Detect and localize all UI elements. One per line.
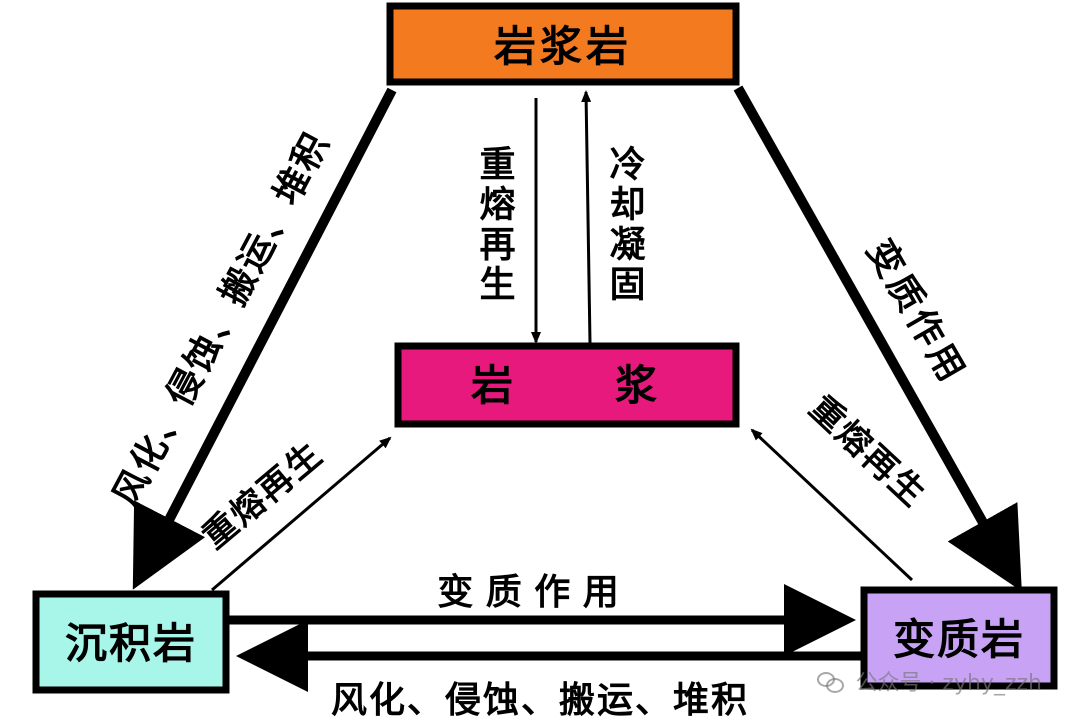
label-right-side: 变质作用: [858, 232, 974, 392]
arrow-igneous-to-metamorphic: [733, 85, 1022, 592]
arrow-igneous-to-sedimentary: [132, 87, 397, 590]
label-remelt-center: 重熔再生: [474, 145, 516, 305]
label-bottom-weathering: 风化、侵蚀、搬运、堆积: [331, 680, 749, 721]
arrow-cool-magma-to-igneous: [581, 90, 592, 344]
node-metamorphic-label: 变质岩: [893, 615, 1025, 664]
arrow-remelt-metamorphic-to-magma: [750, 428, 914, 582]
label-remelt-left: 重熔再生: [195, 434, 331, 557]
node-igneous-label: 岩浆岩: [494, 22, 632, 71]
node-igneous: 岩浆岩: [386, 2, 740, 86]
watermark-text: 公众号 · zyhy_zzh: [855, 671, 1042, 696]
watermark: 公众号 · zyhy_zzh: [817, 665, 1042, 697]
label-cool-center: 冷却凝固: [604, 145, 646, 305]
label-bottom-metamorphism: 变 质 作 用: [437, 571, 619, 613]
node-magma: 岩 浆: [394, 342, 740, 428]
node-sedimentary-label: 沉积岩: [65, 619, 197, 668]
node-metamorphic: 变质岩: [860, 586, 1058, 690]
arrow-remelt-sedimentary-to-magma: [211, 436, 392, 592]
node-magma-label: 岩 浆: [471, 361, 663, 410]
wechat-icon: [817, 670, 845, 693]
node-sedimentary: 沉积岩: [32, 590, 230, 694]
